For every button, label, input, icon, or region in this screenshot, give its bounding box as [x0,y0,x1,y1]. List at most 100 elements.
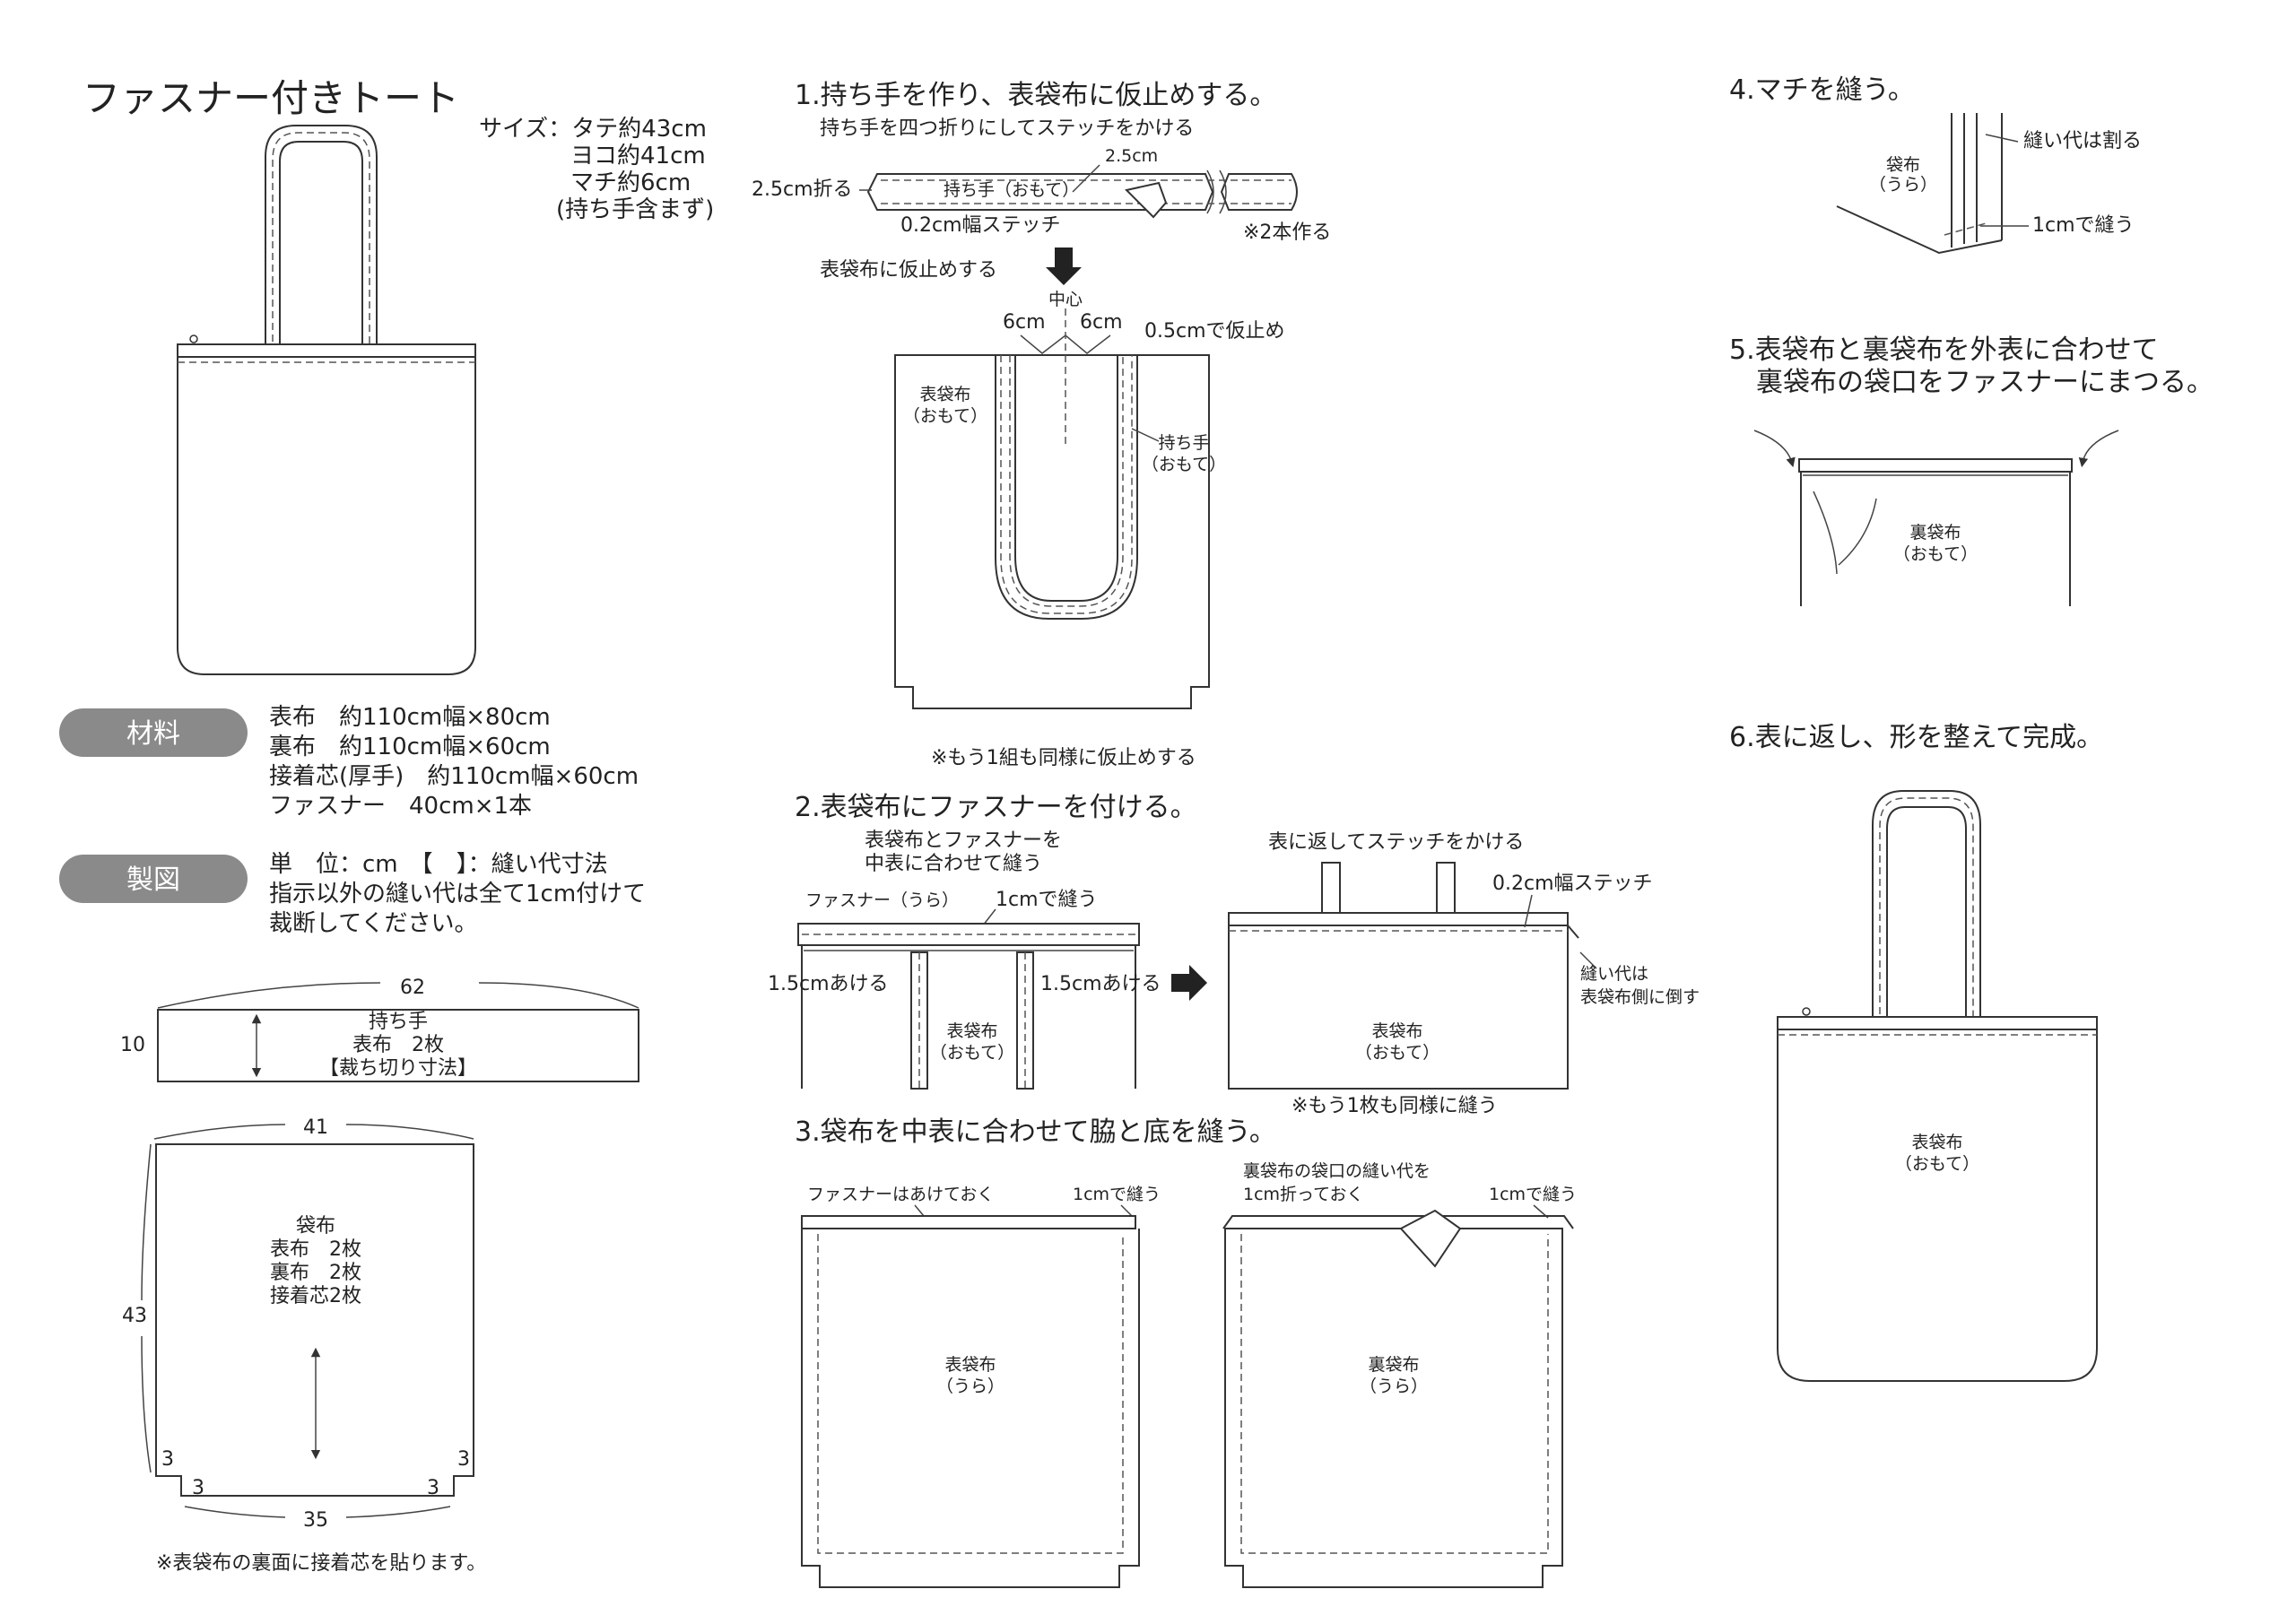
step-2-stitch: 0.2cm幅ステッチ [1492,873,1653,895]
down-arrow-icon [1046,248,1082,285]
step-1-center: 中心 [1048,290,1083,309]
bag-side-height: 43 [122,1305,147,1327]
step-5: 5.表袋布と裏袋布を外表に合わせて 裏袋布の袋口をファスナーにまつる。 裏袋布 … [1729,334,2213,606]
handle-width: 62 [400,977,425,999]
step-2-open-left: 1.5cmあける [768,973,889,995]
svg-text:（うら）: （うら） [1360,1376,1428,1396]
svg-text:袋布: 袋布 [296,1215,335,1238]
drafting-section: 製図 単 位：cm 【 】：縫い代寸法 指示以外の縫い代は全て1cm付けて 裁断… [59,851,646,937]
step-4-title: 4.マチを縫う。 [1729,74,1915,106]
svg-text:表袋布とファスナーを: 表袋布とファスナーを [865,829,1062,852]
drafting-note-2: 裁断してください。 [269,910,477,937]
step-2-sew: 1cmで縫う [996,889,1098,911]
material-outer: 表布 約110cm幅×80cm [269,704,551,731]
drafting-pill [59,855,248,903]
svg-text:（おもて）: （おもて） [930,1043,1014,1063]
bag-bottom-width: 35 [303,1509,328,1532]
svg-text:表袋布: 表袋布 [919,385,970,404]
svg-text:表袋布: 表袋布 [944,1355,996,1375]
corner-right-bottom: 3 [427,1477,439,1499]
svg-text:持ち手: 持ち手 [1158,433,1209,453]
svg-text:（うら）: （うら） [1869,175,1937,195]
step-2: 2.表袋布にファスナーを付ける。 表袋布とファスナーを 中表に合わせて縫う ファ… [768,792,1700,1117]
step-1-make-two: ※2本作る [1243,221,1331,244]
materials-section: 材料 表布 約110cm幅×80cm 裏布 約110cm幅×60cm 接着芯(厚… [59,704,639,820]
svg-text:（おもて）: （おもて） [1895,1154,1979,1174]
step-2-note: ※もう1枚も同様に縫う [1292,1095,1498,1117]
iron-icon [1125,181,1168,219]
bag-body-pattern-piece: 41 43 袋布 表布 2枚 裏布 2枚 接着芯2枚 3 3 3 3 35 [122,1116,474,1532]
corner-right-side: 3 [457,1448,470,1471]
material-interfacing: 接着芯(厚手) 約110cm幅×60cm [269,763,639,790]
step-2-seam-2: 表袋布側に倒す [1580,987,1700,1007]
size-gusset: マチ約6cm [570,169,691,196]
step-1-fold: 2.5cm折る [752,178,853,201]
drafting-unit: 単 位：cm 【 】：縫い代寸法 [269,851,608,878]
step-3-lining-2: 1cm折っておく [1243,1185,1364,1204]
svg-text:表袋布: 表袋布 [1371,1021,1422,1041]
iron-icon-2 [1399,1209,1462,1268]
handle-height: 10 [120,1034,145,1056]
step-1-subtitle: 持ち手を四つ折りにしてステッチをかける [820,117,1194,140]
step-3-zip-open: ファスナーはあけておく [807,1185,994,1204]
size-spec: サイズ：タテ約43cm ヨコ約41cm マチ約6cm (持ち手含まず) [479,116,714,223]
drafting-note-1: 指示以外の縫い代は全て1cm付けて [269,881,646,908]
step-5-title-1: 5.表袋布と裏袋布を外表に合わせて [1729,334,2159,366]
step-6-title: 6.表に返し、形を整えて完成。 [1729,722,2103,753]
step-2-zipper: ファスナー（うら） [805,890,959,910]
finished-tote-illustration [177,125,476,675]
step-1-note: ※もう1組も同様に仮止めする [931,747,1196,769]
svg-text:【裁ち切り寸法】: 【裁ち切り寸法】 [319,1057,477,1080]
step-2-flip: 表に返してステッチをかける [1268,831,1524,854]
svg-text:（おもて）: （おもて） [903,406,987,426]
step-3-sew-right: 1cmで縫う [1489,1185,1577,1204]
svg-text:（おもて）: （おもて） [1893,544,1978,564]
step-5-title-2: 裏袋布の袋口をファスナーにまつる。 [1756,367,2213,398]
step-2-title: 2.表袋布にファスナーを付ける。 [795,792,1197,823]
right-arrow-icon [1171,965,1207,1001]
materials-pill [59,708,248,757]
step-1-width: 2.5cm [1105,146,1158,166]
svg-text:表布 2枚: 表布 2枚 [352,1034,444,1056]
interfacing-note: ※表袋布の裏面に接着芯を貼ります。 [156,1552,486,1575]
material-zipper: ファスナー 40cm×1本 [269,793,532,820]
page-title: ファスナー付きトート [83,76,459,120]
step-1-handle-label: 持ち手（おもて） [944,180,1079,200]
step-4: 4.マチを縫う。 袋布 （うら） 縫い代は割る 1cmで縫う [1729,74,2142,255]
step-1-baste: 表袋布に仮止めする [820,259,997,282]
step-4-split: 縫い代は割る [2023,130,2142,152]
step-6: 6.表に返し、形を整えて完成。 表袋布 （おもて） [1729,722,2103,1382]
step-3-lining-1: 裏袋布の袋口の縫い代を [1243,1161,1431,1181]
svg-text:製図: 製図 [126,864,180,896]
svg-text:持ち手: 持ち手 [369,1011,428,1033]
material-lining: 裏布 約110cm幅×60cm [269,734,551,760]
corner-left-bottom: 3 [192,1477,204,1499]
size-note: (持ち手含まず) [556,196,714,223]
svg-text:材料: 材料 [126,718,180,750]
svg-text:裏袋布: 裏袋布 [1909,523,1961,543]
step-2-open-right: 1.5cmあける [1040,973,1161,995]
svg-text:表布 2枚: 表布 2枚 [270,1238,361,1261]
step-1-six-right: 6cm [1080,311,1123,334]
svg-text:裏袋布: 裏袋布 [1368,1355,1419,1375]
step-3-title: 3.袋布を中表に合わせて脇と底を縫う。 [795,1116,1276,1148]
svg-text:袋布: 袋布 [1886,155,1920,175]
svg-text:（おもて）: （おもて） [1142,455,1226,474]
step-2-seam-1: 縫い代は [1580,964,1648,984]
svg-text:表袋布: 表袋布 [946,1021,997,1041]
step-1-six-left: 6cm [1003,311,1046,334]
step-3: 3.袋布を中表に合わせて脇と底を縫う。 ファスナーはあけておく 1cmで縫う 表… [795,1116,1577,1588]
svg-text:中表に合わせて縫う: 中表に合わせて縫う [865,853,1042,875]
step-1: 1.持ち手を作り、表袋布に仮止めする。 持ち手を四つ折りにしてステッチをかける … [752,80,1331,769]
svg-text:（うら）: （うら） [936,1376,1004,1396]
corner-left-side: 3 [161,1448,174,1471]
handle-pattern-piece: 62 10 持ち手 表布 2枚 【裁ち切り寸法】 [120,977,639,1082]
step-1-baste-05: 0.5cmで仮止め [1144,320,1285,343]
bag-top-width: 41 [303,1116,328,1139]
size-width: ヨコ約41cm [570,143,706,169]
svg-text:表袋布: 表袋布 [1911,1133,1962,1152]
step-1-title: 1.持ち手を作り、表袋布に仮止めする。 [795,80,1276,111]
step-4-sew: 1cmで縫う [2032,214,2135,237]
